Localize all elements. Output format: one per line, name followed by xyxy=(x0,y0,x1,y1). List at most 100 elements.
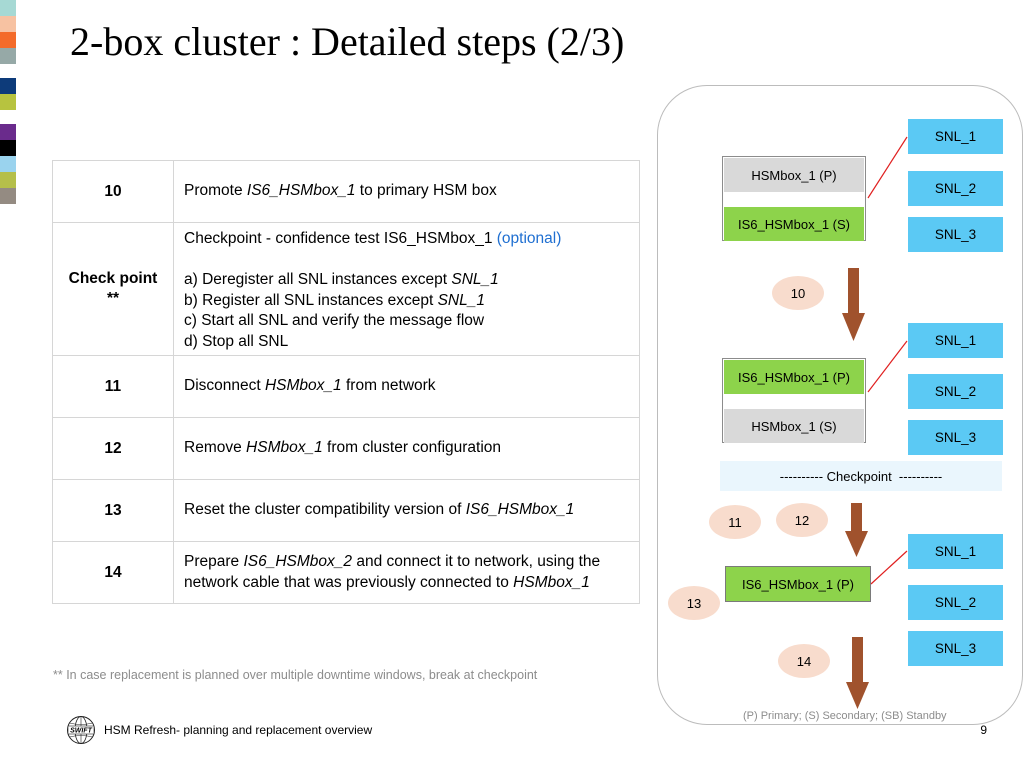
italic-term: IS6_HSMbox_1 xyxy=(465,501,575,519)
table-row: Check point ** Checkpoint - confidence t… xyxy=(52,222,640,356)
color-swatch xyxy=(0,64,16,78)
down-arrow-icon xyxy=(845,503,868,557)
checkpoint-description: Checkpoint - confidence test IS6_HSMbox_… xyxy=(173,222,640,356)
color-swatch xyxy=(0,16,16,32)
color-swatch xyxy=(0,32,16,48)
text-segment: a) Deregister all SNL instances except xyxy=(184,271,452,288)
italic-term: HSMbox_1 xyxy=(513,573,590,591)
snl-box: SNL_3 xyxy=(908,631,1003,666)
description-line: a) Deregister all SNL instances except S… xyxy=(184,270,638,291)
hsm-box-secondary: HSMbox_1 (S) xyxy=(724,409,864,443)
description-line: network cable that was previously connec… xyxy=(184,573,638,594)
hsm-box-primary: HSMbox_1 (P) xyxy=(724,158,864,192)
steps-table: 10 Promote IS6_HSMbox_1 to primary HSM b… xyxy=(52,160,640,604)
checkpoint-band: ---------- Checkpoint ---------- xyxy=(720,461,1002,491)
text-segment: Remove xyxy=(184,439,247,457)
text-segment: Promote xyxy=(184,182,247,200)
table-row: 14 Prepare IS6_HSMbox_2 and connect it t… xyxy=(52,541,640,604)
footer-text: HSM Refresh- planning and replacement ov… xyxy=(104,723,373,737)
hsm-box-secondary: IS6_HSMbox_1 (S) xyxy=(724,207,864,241)
table-row: 13 Reset the cluster compatibility versi… xyxy=(52,479,640,542)
snl-box: SNL_2 xyxy=(908,171,1003,206)
italic-term: SNL_1 xyxy=(451,271,499,288)
text-segment: Disconnect xyxy=(184,377,265,395)
color-swatch xyxy=(0,156,16,172)
primary-link-line xyxy=(870,550,908,585)
snl-box: SNL_2 xyxy=(908,585,1003,620)
table-row: 11 Disconnect HSMbox_1 from network xyxy=(52,355,640,418)
step-description: Promote IS6_HSMbox_1 to primary HSM box xyxy=(173,160,640,223)
italic-term: IS6_HSMbox_1 xyxy=(246,182,356,200)
snl-box: SNL_3 xyxy=(908,217,1003,252)
hsm-box-primary: IS6_HSMbox_1 (P) xyxy=(724,360,864,394)
color-strip xyxy=(0,0,16,204)
step-description: Disconnect HSMbox_1 from network xyxy=(173,355,640,418)
text-segment: c) Start all SNL and verify the message … xyxy=(184,312,485,329)
text-segment: Reset the cluster compatibility version … xyxy=(184,501,466,519)
swift-logo-icon: SWIFT xyxy=(67,716,95,744)
hsm-box-primary: IS6_HSMbox_1 (P) xyxy=(725,566,871,602)
step-badge: 13 xyxy=(668,586,720,620)
step-description: Reset the cluster compatibility version … xyxy=(173,479,640,542)
page-number: 9 xyxy=(980,723,987,737)
primary-link-line xyxy=(867,340,908,393)
logo-text: SWIFT xyxy=(70,728,92,735)
text-segment: from network xyxy=(341,377,436,395)
description-line: Checkpoint - confidence test IS6_HSMbox_… xyxy=(184,229,638,250)
step-description: Prepare IS6_HSMbox_2 and connect it to n… xyxy=(173,541,640,604)
text-segment: to primary HSM box xyxy=(355,182,497,200)
color-swatch xyxy=(0,0,16,16)
step-badge: 11 xyxy=(709,505,761,539)
description-line: b) Register all SNL instances except SNL… xyxy=(184,291,638,312)
down-arrow-icon xyxy=(846,637,869,709)
slide-title: 2-box cluster : Detailed steps (2/3) xyxy=(70,19,625,64)
snl-box: SNL_1 xyxy=(908,534,1003,569)
step-badge: 14 xyxy=(778,644,830,678)
italic-term: HSMbox_1 xyxy=(246,439,323,457)
down-arrow-icon xyxy=(842,268,865,341)
primary-link-line xyxy=(867,136,908,199)
color-swatch xyxy=(0,94,16,110)
color-swatch xyxy=(0,48,16,64)
text-segment: Prepare xyxy=(184,553,244,570)
step-number: 11 xyxy=(52,355,174,418)
italic-term: IS6_HSMbox_2 xyxy=(243,553,353,570)
snl-box: SNL_1 xyxy=(908,323,1003,358)
italic-term: SNL_1 xyxy=(437,291,485,309)
color-swatch xyxy=(0,188,16,204)
description-line: d) Stop all SNL xyxy=(184,332,638,353)
snl-box: SNL_3 xyxy=(908,420,1003,455)
step-number: 14 xyxy=(52,541,174,604)
step-badge: 10 xyxy=(772,276,824,310)
hsm-cluster-stage-2: IS6_HSMbox_1 (P) HSMbox_1 (S) xyxy=(722,358,866,443)
step-badge: 12 xyxy=(776,503,828,537)
diagram-legend: (P) Primary; (S) Secondary; (SB) Standby xyxy=(743,710,947,722)
color-swatch xyxy=(0,110,16,124)
text-segment: from cluster configuration xyxy=(322,439,502,457)
text-segment: and connect it to network, using the xyxy=(352,553,601,570)
step-number: 10 xyxy=(52,160,174,223)
text-segment: d) Stop all SNL xyxy=(184,332,289,350)
color-swatch xyxy=(0,172,16,188)
color-swatch xyxy=(0,124,16,140)
color-swatch xyxy=(0,140,16,156)
optional-tag: (optional) xyxy=(496,230,562,247)
snl-box: SNL_2 xyxy=(908,374,1003,409)
checkpoint-label: Check point ** xyxy=(52,222,174,356)
text-segment: network cable that was previously connec… xyxy=(184,573,514,591)
footnote: ** In case replacement is planned over m… xyxy=(53,668,538,682)
step-number: 12 xyxy=(52,417,174,480)
description-line: Prepare IS6_HSMbox_2 and connect it to n… xyxy=(184,552,638,573)
table-row: 10 Promote IS6_HSMbox_1 to primary HSM b… xyxy=(52,160,640,223)
step-description: Remove HSMbox_1 from cluster configurati… xyxy=(173,417,640,480)
color-swatch xyxy=(0,78,16,94)
table-row: 12 Remove HSMbox_1 from cluster configur… xyxy=(52,417,640,480)
description-line: c) Start all SNL and verify the message … xyxy=(184,311,638,332)
hsm-cluster-stage-1: HSMbox_1 (P) IS6_HSMbox_1 (S) xyxy=(722,156,866,241)
italic-term: HSMbox_1 xyxy=(264,377,342,395)
snl-box: SNL_1 xyxy=(908,119,1003,154)
step-number: 13 xyxy=(52,479,174,542)
text-segment: b) Register all SNL instances except xyxy=(184,291,438,309)
text-segment: Checkpoint - confidence test IS6_HSMbox_… xyxy=(184,230,497,247)
